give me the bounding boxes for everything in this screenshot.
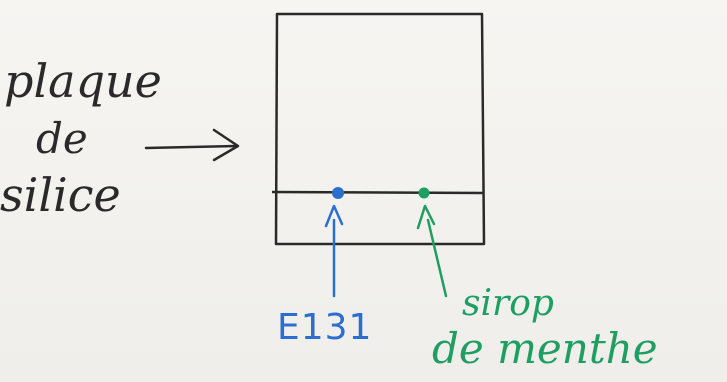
silica-plate [274, 12, 486, 246]
spot-e131 [332, 187, 344, 199]
e131-arrow [324, 204, 344, 298]
plate-label-line3: silice [0, 168, 121, 222]
plate-label-arrow [144, 128, 240, 162]
sirop-label-line2: de menthe [432, 324, 658, 373]
e131-label: E131 [277, 307, 373, 348]
sirop-label-line1: sirop [462, 283, 554, 324]
sirop-arrow [416, 204, 448, 298]
plate-label-line1: plaque [4, 54, 162, 108]
plate-label-line2: de [36, 114, 88, 163]
deposit-line [271, 190, 485, 195]
spot-sirop-de-menthe [418, 187, 430, 199]
